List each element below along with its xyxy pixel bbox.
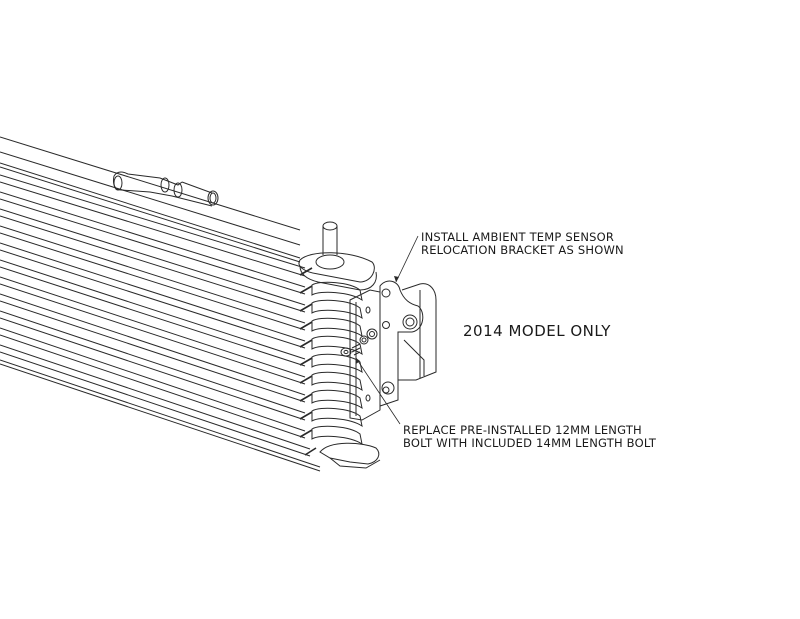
- leader-arrow: [394, 276, 399, 282]
- bracket-note-line-1: INSTALL AMBIENT TEMP SENSOR: [421, 230, 615, 244]
- hose-fitting: [113, 172, 218, 206]
- end-tank-rings: [312, 282, 362, 444]
- bolt-assembly: [341, 329, 377, 356]
- model-note: 2014 MODEL ONLY: [463, 322, 611, 340]
- leader-arrow: [356, 358, 360, 364]
- bottom-plate: [320, 443, 380, 468]
- bolt-note-line-1: REPLACE PRE-INSTALLED 12MM LENGTH: [403, 423, 642, 437]
- bracket-install-note: INSTALL AMBIENT TEMP SENSOR RELOCATION B…: [421, 231, 624, 257]
- bracket-note-line-2: RELOCATION BRACKET AS SHOWN: [421, 243, 624, 257]
- bolt-note-line-2: BOLT WITH INCLUDED 14MM LENGTH BOLT: [403, 436, 657, 450]
- cooler-top-edge: [0, 137, 300, 262]
- top-port: [299, 222, 376, 290]
- fin-end-tabs: [300, 268, 316, 455]
- relocation-bracket: [380, 281, 436, 406]
- bolt-replace-note: REPLACE PRE-INSTALLED 12MM LENGTH BOLT W…: [403, 424, 656, 450]
- lower-bolt: [382, 382, 394, 394]
- leader-lines: [356, 236, 418, 424]
- cooler-fins: [0, 175, 320, 471]
